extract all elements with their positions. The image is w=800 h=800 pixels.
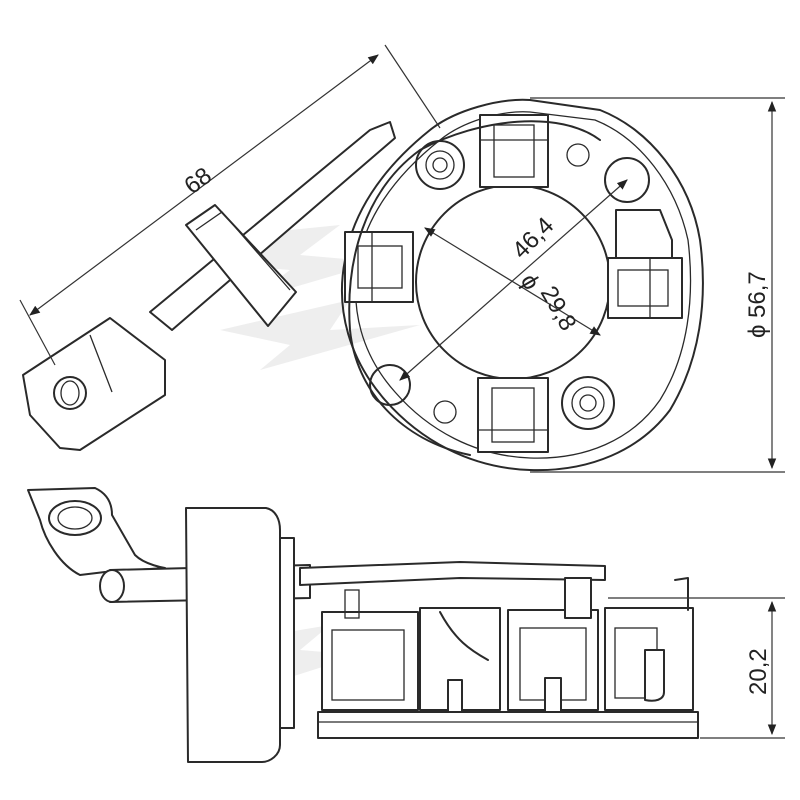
brush-holder-bottom bbox=[477, 377, 549, 453]
dim-56-7-label: 56,7 bbox=[744, 271, 771, 318]
side-brush-holder-left bbox=[321, 611, 419, 711]
side-terminal-lug bbox=[27, 487, 166, 576]
brush-holder-top bbox=[479, 114, 549, 188]
side-view: 20,2 bbox=[27, 487, 785, 763]
side-base-plate bbox=[317, 711, 699, 739]
mounting-hole-bl bbox=[369, 364, 411, 406]
dim-56-7-symbol: ϕ bbox=[744, 325, 771, 338]
brush-holder-left bbox=[344, 231, 414, 303]
brush-holder-right bbox=[607, 209, 683, 319]
spring-bottom-right bbox=[561, 376, 615, 430]
dimension-56-7: ϕ 56,7 bbox=[530, 97, 785, 473]
dimension-68: 68 bbox=[19, 44, 441, 366]
lead-terminal bbox=[22, 121, 396, 451]
top-view: 68 46,4 ϕ 29,8 ϕ 56,7 bbox=[19, 44, 785, 473]
dimension-20-2: 20,2 bbox=[608, 597, 785, 739]
dim-68-label: 68 bbox=[179, 162, 217, 200]
dim-20-2-label: 20,2 bbox=[745, 648, 772, 695]
side-grommet bbox=[185, 507, 281, 763]
